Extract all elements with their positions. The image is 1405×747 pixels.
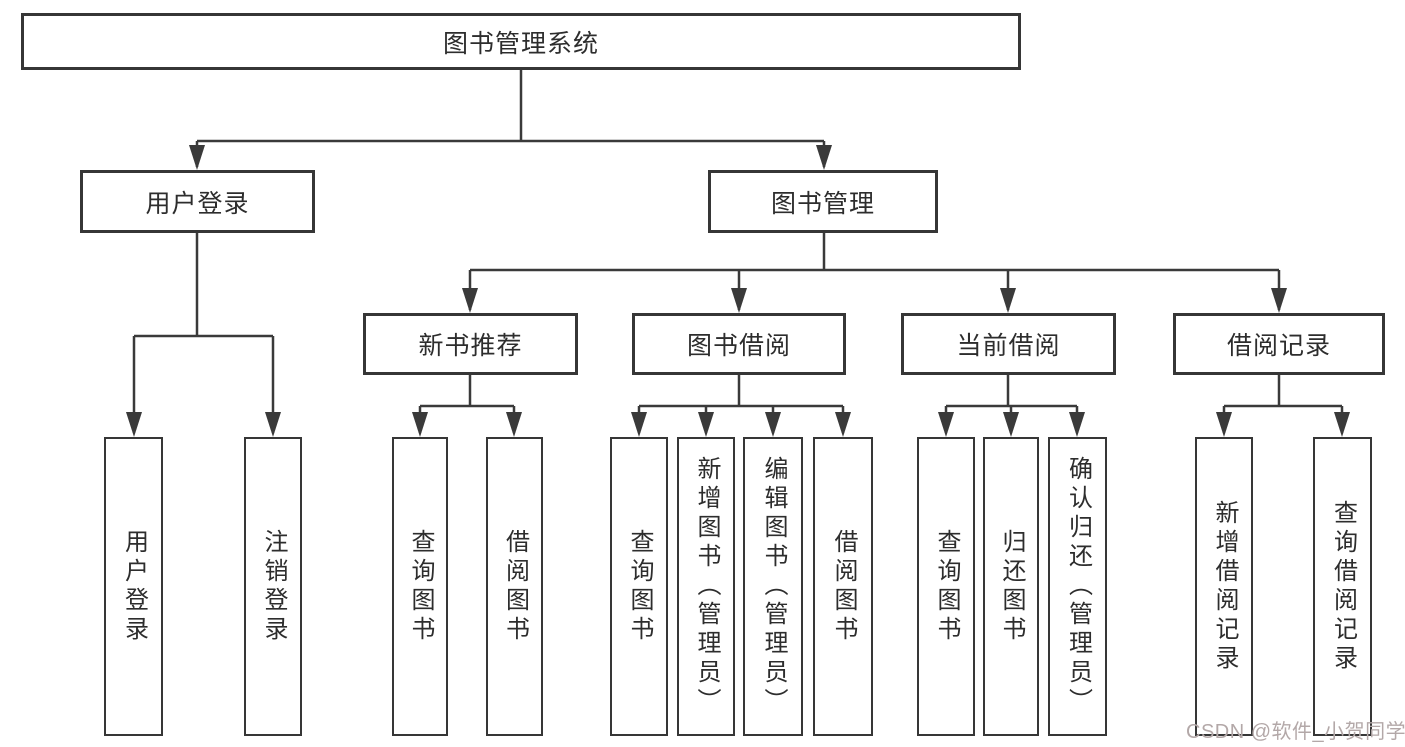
connector-book-management bbox=[468, 233, 1281, 310]
arrow-icon bbox=[1003, 412, 1019, 437]
arrow-icon bbox=[189, 145, 205, 170]
root-node-library-management-system: 图书管理系统 bbox=[21, 13, 1021, 70]
arrowheads bbox=[126, 145, 1350, 437]
leaf-borrowing-add-books-admin: 新增图书（管理员） bbox=[677, 437, 735, 736]
arrow-icon bbox=[631, 412, 647, 437]
arrow-icon bbox=[731, 288, 747, 313]
node-new-book-recommend: 新书推荐 bbox=[363, 313, 578, 375]
arrow-icon bbox=[1271, 288, 1287, 313]
node-current-borrowing: 当前借阅 bbox=[901, 313, 1116, 375]
connector-user-login bbox=[132, 233, 275, 433]
leaf-records-query-record: 查询借阅记录 bbox=[1313, 437, 1372, 736]
leaf-user-login: 用户登录 bbox=[104, 437, 163, 736]
arrow-icon bbox=[462, 288, 478, 313]
connector-book-borrowing bbox=[637, 375, 845, 433]
node-book-management: 图书管理 bbox=[708, 170, 938, 233]
leaf-current-confirm-return-admin: 确认归还（管理员） bbox=[1048, 437, 1107, 736]
connector-new-book-recommend bbox=[418, 375, 516, 433]
arrow-icon bbox=[816, 145, 832, 170]
arrow-icon bbox=[265, 412, 281, 437]
arrow-icon bbox=[938, 412, 954, 437]
node-borrowing-records: 借阅记录 bbox=[1173, 313, 1385, 375]
arrow-icon bbox=[765, 412, 781, 437]
csdn-watermark: CSDN @软件_小贺同学 bbox=[1186, 721, 1405, 743]
arrow-icon bbox=[835, 412, 851, 437]
node-book-borrowing: 图书借阅 bbox=[632, 313, 846, 375]
arrow-icon bbox=[1334, 412, 1350, 437]
leaf-records-add-record: 新增借阅记录 bbox=[1195, 437, 1253, 736]
arrow-icon bbox=[1000, 288, 1016, 313]
leaf-borrowing-query-books: 查询图书 bbox=[610, 437, 668, 736]
leaf-logout-login: 注销登录 bbox=[244, 437, 302, 736]
leaf-current-return-books: 归还图书 bbox=[983, 437, 1039, 736]
connector-borrowing-records bbox=[1222, 375, 1344, 433]
arrow-icon bbox=[412, 412, 428, 437]
leaf-borrowing-borrow-books: 借阅图书 bbox=[813, 437, 873, 736]
arrow-icon bbox=[1216, 412, 1232, 437]
node-user-login: 用户登录 bbox=[80, 170, 315, 233]
arrow-icon bbox=[126, 412, 142, 437]
leaf-recommend-borrow-books: 借阅图书 bbox=[486, 437, 543, 736]
leaf-recommend-query-books: 查询图书 bbox=[392, 437, 448, 736]
arrow-icon bbox=[506, 412, 522, 437]
leaf-current-query-books: 查询图书 bbox=[917, 437, 975, 736]
arrow-icon bbox=[698, 412, 714, 437]
connector-root bbox=[195, 70, 826, 167]
arrow-icon bbox=[1069, 412, 1085, 437]
leaf-borrowing-edit-books-admin: 编辑图书（管理员） bbox=[743, 437, 803, 736]
